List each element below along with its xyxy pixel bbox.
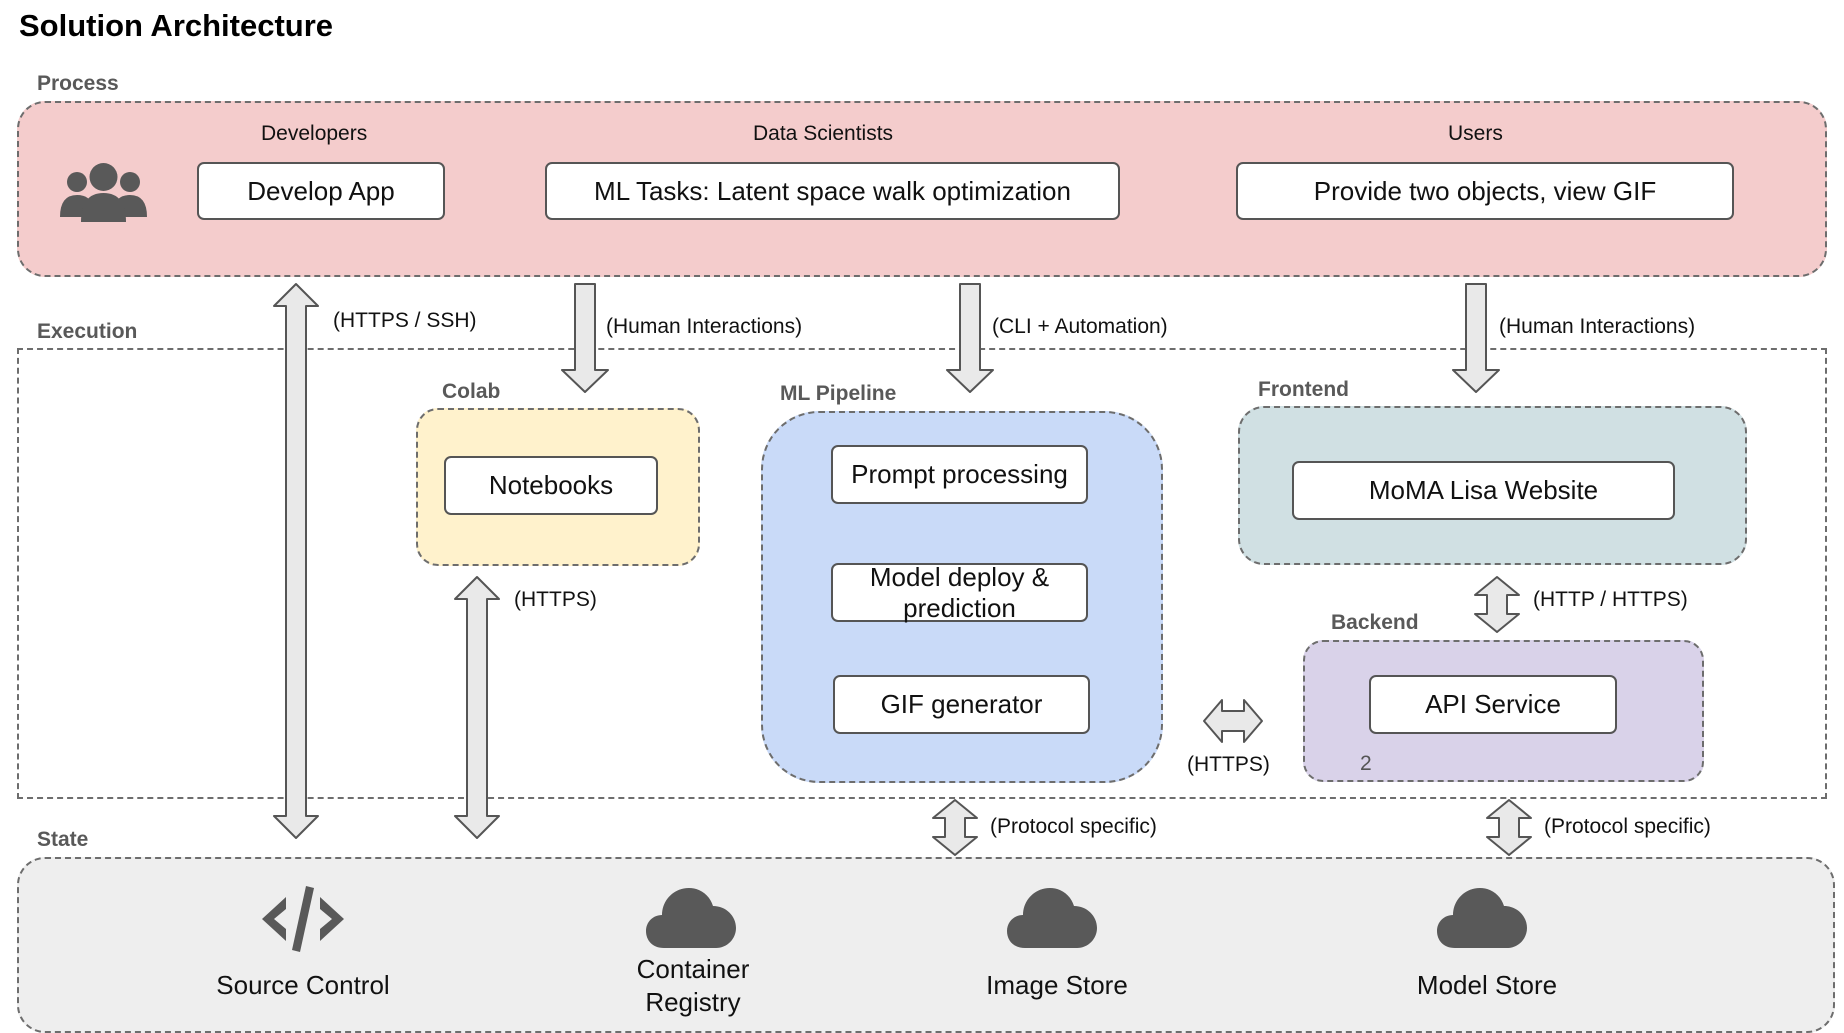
edge-label-http-https: (HTTP / HTTPS) [1533, 588, 1688, 611]
edge-label-protocol-pipeline: (Protocol specific) [990, 815, 1157, 838]
state-section-label: State [37, 828, 89, 851]
arrow-cli-automation [946, 283, 994, 393]
arrow-protocol-pipeline [932, 799, 978, 856]
edge-label-protocol-backend: (Protocol specific) [1544, 815, 1711, 838]
cloud-icon [646, 888, 736, 948]
api-service-box: API Service [1369, 675, 1617, 734]
colab-group-label: Colab [442, 380, 501, 403]
backend-badge: 2 [1360, 752, 1372, 775]
arrow-human-interactions-frontend [1452, 283, 1500, 393]
arrow-human-interactions-colab [561, 283, 609, 393]
arrow-http-https [1474, 576, 1520, 633]
arrow-protocol-backend [1486, 799, 1532, 856]
edge-label-https-backend: (HTTPS) [1187, 753, 1270, 776]
edge-label-human-interactions-colab: (Human Interactions) [606, 315, 803, 338]
moma-lisa-website-box: MoMA Lisa Website [1292, 461, 1675, 520]
frontend-group-label: Frontend [1258, 378, 1349, 401]
arrow-https-colab [454, 576, 500, 839]
edge-label-https-ssh: (HTTPS / SSH) [333, 309, 477, 332]
prompt-processing-box: Prompt processing [831, 445, 1088, 504]
arrow-https-ssh [273, 283, 319, 839]
ml-tasks-box: ML Tasks: Latent space walk optimization [545, 162, 1120, 220]
diagram-title: Solution Architecture [19, 8, 334, 43]
provide-objects-box: Provide two objects, view GIF [1236, 162, 1734, 220]
state-lane [17, 857, 1835, 1033]
edge-label-human-interactions-frontend: (Human Interactions) [1499, 315, 1696, 338]
image-store-label: Image Store [986, 970, 1128, 1000]
execution-section-label: Execution [37, 320, 138, 343]
cloud-icon [1437, 888, 1527, 948]
edge-label-https-colab: (HTTPS) [514, 588, 597, 611]
code-icon [262, 886, 344, 952]
notebooks-box: Notebooks [444, 456, 658, 515]
container-registry-label: Container Registry [636, 954, 750, 1017]
edge-label-cli-automation: (CLI + Automation) [992, 315, 1168, 338]
source-control-label: Source Control [216, 970, 390, 1000]
arrow-https-backend [1203, 699, 1263, 743]
model-store-label: Model Store [1416, 970, 1558, 1000]
role-data-scientists: Data Scientists [753, 122, 894, 145]
model-deploy-box: Model deploy & prediction [831, 562, 1088, 623]
cloud-icon [1007, 888, 1097, 948]
gif-generator-box: GIF generator [833, 675, 1090, 734]
process-section-label: Process [37, 72, 119, 95]
backend-group-label: Backend [1331, 611, 1419, 634]
develop-app-box: Develop App [197, 162, 445, 220]
ml-pipeline-group-label: ML Pipeline [780, 382, 897, 405]
role-users: Users [1448, 122, 1503, 145]
role-developers: Developers [261, 122, 368, 145]
users-group-icon [60, 163, 147, 222]
